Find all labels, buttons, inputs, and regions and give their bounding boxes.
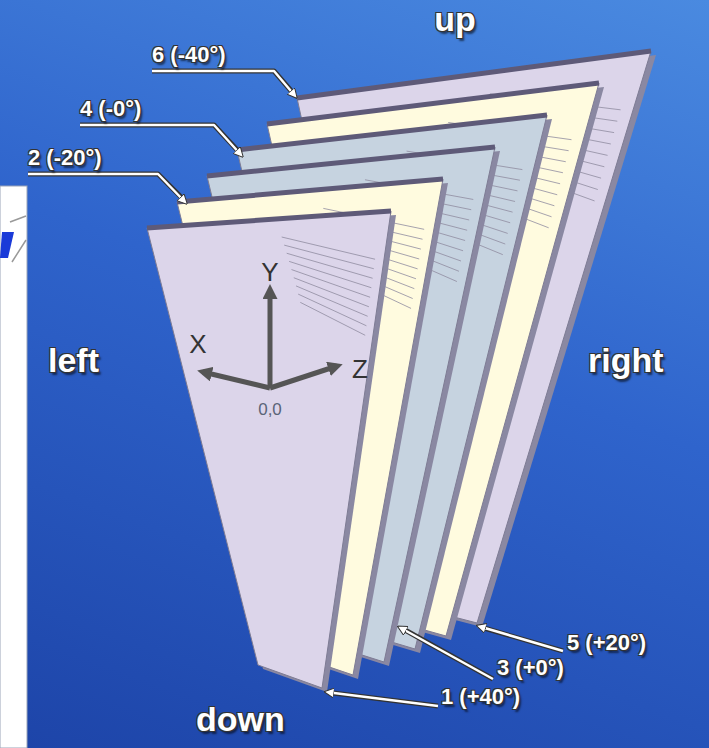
panel-stroke	[10, 216, 26, 262]
sheet-face	[147, 211, 391, 688]
callout-label: 5 (+20°)	[567, 630, 646, 655]
callout-label: 1 (+40°)	[441, 684, 520, 709]
leader-line	[80, 125, 242, 156]
panel-mark	[0, 232, 14, 258]
text-line	[298, 294, 366, 326]
text-line	[289, 261, 371, 287]
leader-line	[28, 174, 186, 203]
direction-label: left	[48, 341, 99, 380]
text-line	[291, 270, 370, 298]
direction-label: up	[434, 0, 476, 39]
text-line	[294, 278, 369, 307]
callout-label: 6 (-40°)	[152, 42, 226, 67]
sheet-spine	[207, 147, 495, 176]
text-line	[296, 286, 368, 316]
side-panel	[0, 186, 27, 748]
callout-label: 2 (-20°)	[28, 145, 102, 170]
sheet-stack	[147, 51, 656, 692]
callout-label: 4 (-0°)	[80, 96, 141, 121]
y-axis	[268, 290, 273, 388]
text-line	[300, 302, 365, 335]
axis-label: Z	[352, 355, 368, 385]
axis-label: X	[189, 330, 206, 360]
leader-line	[326, 692, 438, 706]
direction-label: down	[196, 700, 285, 739]
page-sheet	[147, 211, 396, 692]
axis-label: Y	[261, 258, 278, 288]
sheet-spine	[147, 211, 391, 228]
direction-label: right	[588, 341, 664, 380]
x-axis	[203, 372, 270, 388]
sheet-spine	[177, 179, 443, 202]
leader-line	[399, 627, 493, 679]
axis-arrows	[203, 290, 337, 388]
origin-label: 0,0	[258, 400, 282, 420]
leader-line	[478, 626, 563, 651]
z-axis	[270, 366, 337, 388]
leader-lines	[28, 71, 563, 706]
sheet-spine	[267, 83, 599, 124]
sheet-spine	[237, 115, 547, 150]
callout-label: 3 (+0°)	[497, 655, 564, 680]
leader-line	[152, 71, 296, 97]
